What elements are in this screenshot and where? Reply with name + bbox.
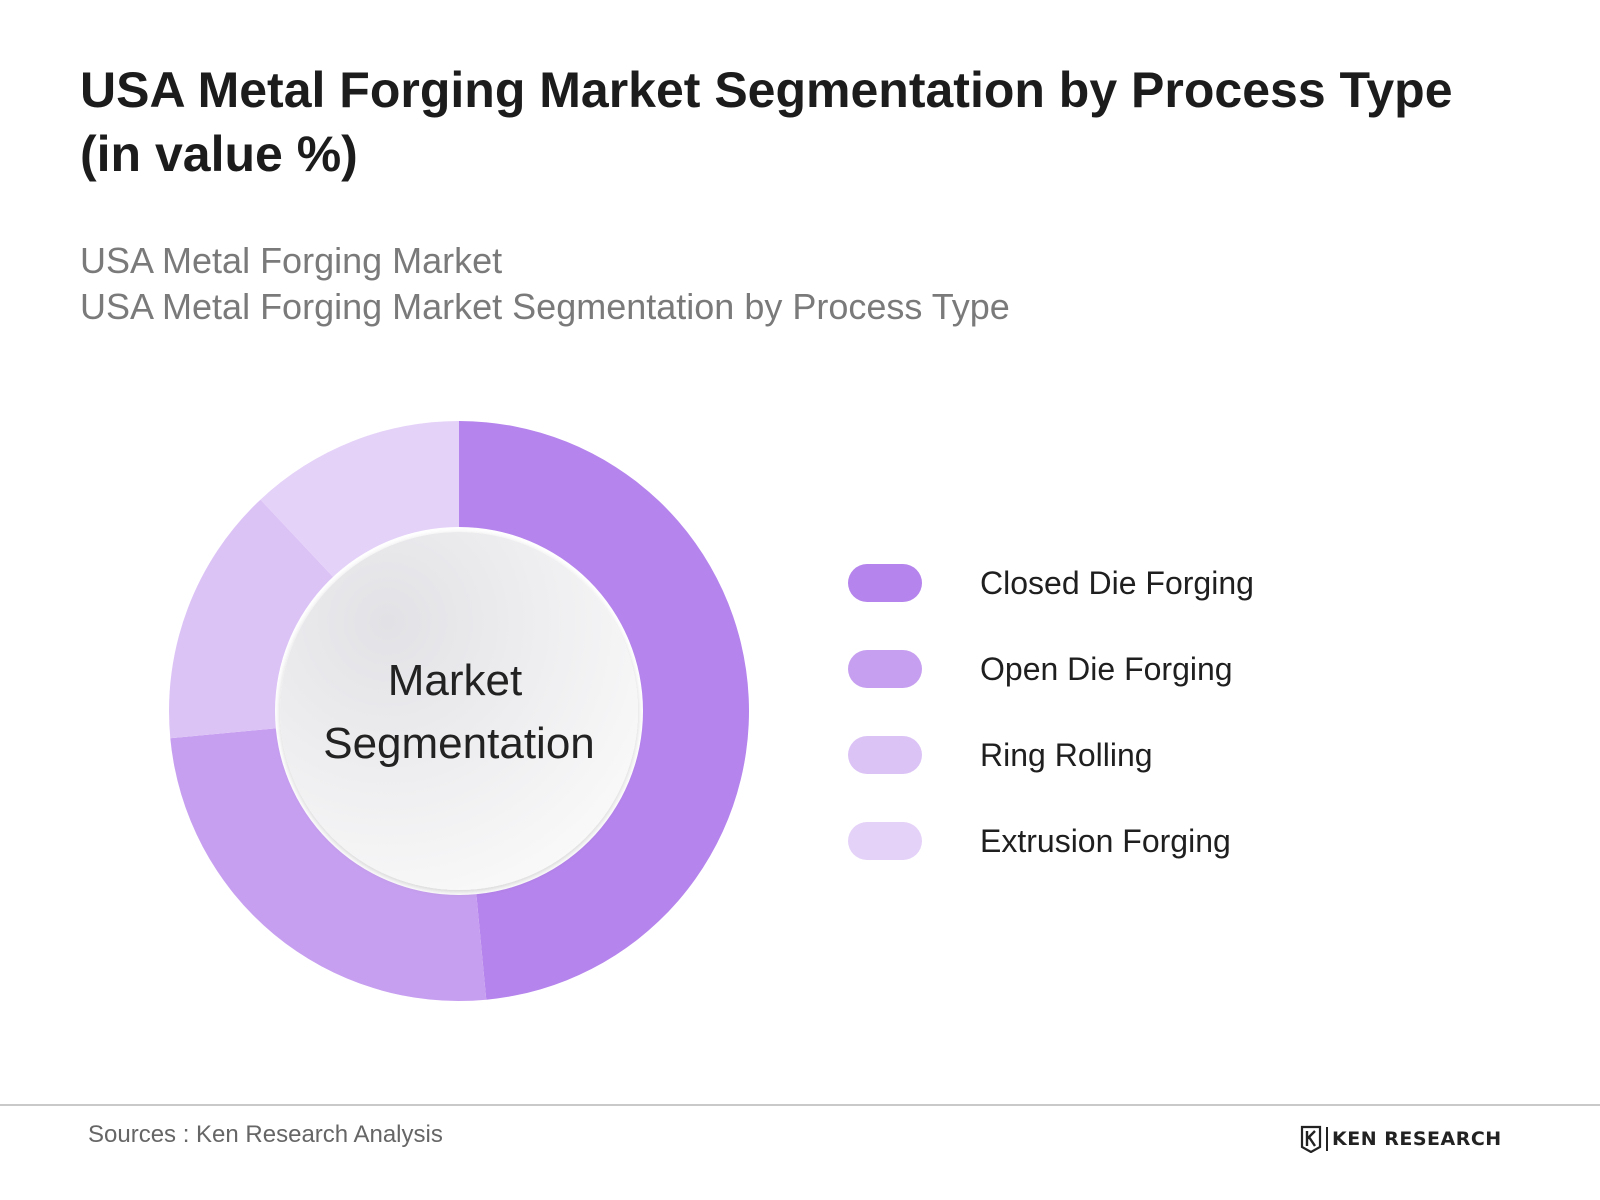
legend-label: Ring Rolling [980, 737, 1153, 773]
chart-title: USA Metal Forging Market Segmentation by… [80, 62, 1453, 182]
legend-swatch [848, 736, 922, 774]
legend-label: Closed Die Forging [980, 565, 1254, 601]
legend-label: Extrusion Forging [980, 823, 1231, 859]
source-note: Sources : Ken Research Analysis [88, 1121, 443, 1148]
subtitle-line-market: USA Metal Forging Market [80, 240, 503, 281]
subtitle-line-segmentation: USA Metal Forging Market Segmentation by… [80, 286, 1010, 327]
legend-swatch [848, 822, 922, 860]
footer-divider [0, 1104, 1600, 1106]
ken-research-logo-icon [1300, 1125, 1322, 1153]
legend-label: Open Die Forging [980, 651, 1233, 687]
center-label-line-2: Segmentation [323, 719, 595, 768]
brand-logo: KEN RESEARCH [1300, 1124, 1502, 1154]
legend-swatch [848, 564, 922, 602]
donut-chart: Market Segmentation [169, 421, 749, 1001]
center-label-line-1: Market [388, 656, 522, 705]
brand-name: KEN RESEARCH [1332, 1128, 1502, 1150]
brand-separator [1326, 1127, 1328, 1151]
slice-open-die-forging [170, 725, 487, 1001]
legend-swatch [848, 650, 922, 688]
chart-subtitle: USA Metal Forging Market USA Metal Forgi… [80, 238, 1280, 330]
donut-center-face [280, 532, 638, 890]
